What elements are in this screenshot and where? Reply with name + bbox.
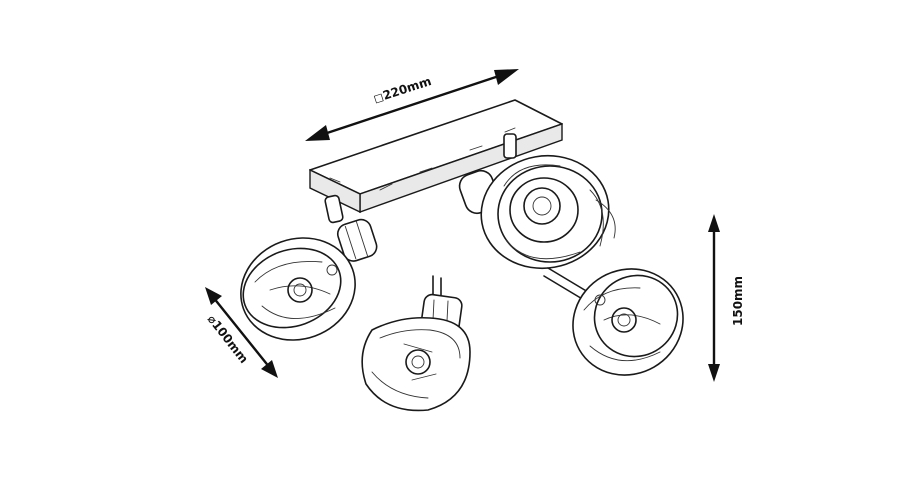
spotlight-left-shade: [240, 237, 356, 341]
width-arrow-head-right: [494, 69, 519, 85]
spotlight-back-right-stem: [503, 133, 517, 159]
spotlight-right: [543, 267, 684, 376]
spotlight-back-right: [458, 133, 616, 270]
spotlight-back-right-bulb: [523, 187, 561, 225]
diameter-arrow-head-top: [205, 287, 222, 305]
spotlight-center-bulb: [405, 349, 431, 375]
spotlight-left-stem: [324, 194, 344, 224]
width-value: 220mm: [381, 74, 433, 103]
height-label: 150mm: [731, 276, 745, 326]
spotlight-center-shade: [361, 316, 471, 412]
diameter-value: 100mm: [209, 318, 251, 366]
diameter-label: ⌀100mm: [205, 312, 251, 366]
height-dimension: 150mm: [708, 214, 745, 382]
spotlight-back-right-shade: [480, 154, 616, 270]
spotlight-center: [361, 275, 471, 412]
spotlight-left-bulb: [287, 277, 313, 303]
diameter-arrow-head-bottom: [261, 360, 278, 378]
width-arrow-line: [317, 71, 509, 138]
diameter-arrow-line: [212, 296, 271, 369]
base-plate-side: [309, 168, 361, 214]
spotlight-right-shade: [572, 268, 684, 376]
width-symbol: ◻: [372, 89, 386, 105]
height-arrow-head-bottom: [708, 364, 720, 382]
spotlight-right-arm: [547, 267, 589, 293]
spotlight-right-bulb: [611, 307, 637, 333]
spotlight-left: [240, 194, 378, 341]
spotlight-left-holder: [336, 218, 378, 262]
width-arrow-head-left: [305, 125, 330, 141]
height-arrow-head-top: [708, 214, 720, 232]
base-plate-texture: [329, 127, 516, 191]
